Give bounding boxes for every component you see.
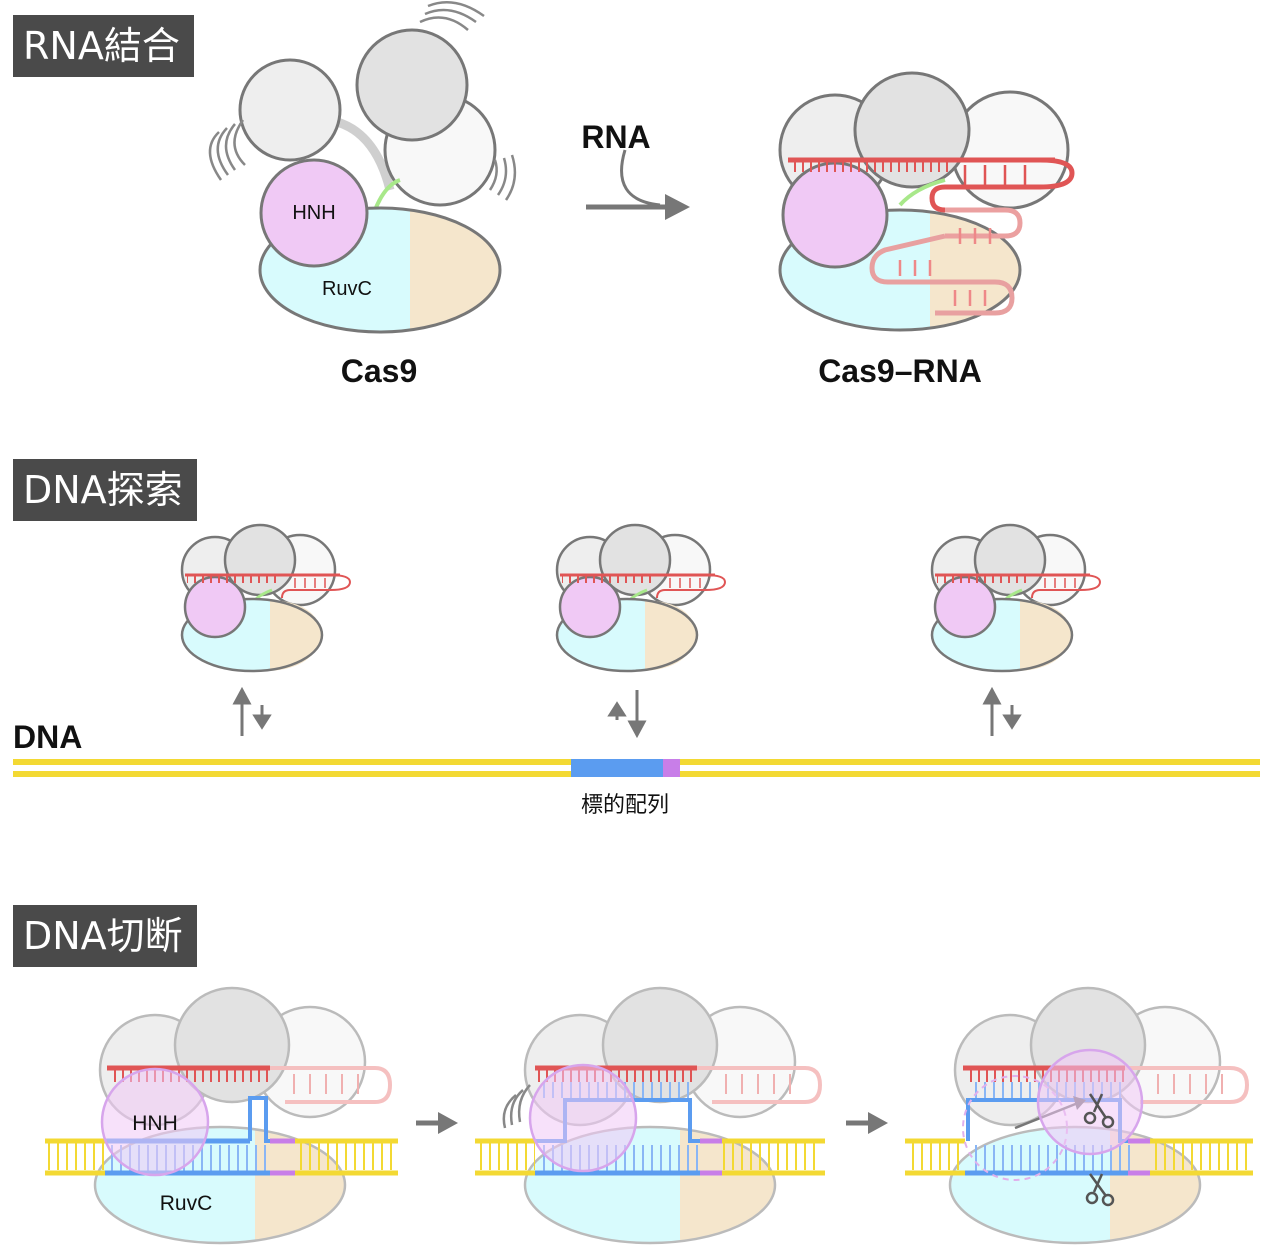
- section-title-dna-cleavage: DNA切断: [13, 905, 197, 967]
- scissors-icon: [1085, 1173, 1115, 1207]
- rec-lobe-3: [355, 28, 469, 142]
- pam-sequence: [663, 759, 680, 777]
- target-sequence: [571, 759, 663, 777]
- motion-lines-icon: [208, 1, 517, 201]
- guide-rna: [788, 157, 1075, 316]
- rec-lobe-1: [238, 58, 342, 162]
- cas9-label: Cas9: [341, 353, 418, 389]
- dna-strand: [13, 759, 1260, 777]
- target-sequence-label: 標的配列: [581, 793, 669, 818]
- scissors-icon: [1083, 1093, 1115, 1129]
- search-complex-2: [555, 523, 727, 673]
- ruvc-label: RuvC: [322, 278, 372, 300]
- motion-lines-icon: [502, 1084, 531, 1129]
- cleavage-stage-3: [905, 986, 1253, 1245]
- hnh-domain: [259, 158, 369, 268]
- cleavage-stage-1: HNH RuvC: [45, 986, 398, 1245]
- cleavage-stage-2: [475, 986, 825, 1245]
- cas9-rna-label: Cas9–RNA: [818, 353, 982, 389]
- rna-label: RNA: [581, 119, 650, 155]
- section-title-rna-binding: RNA結合: [13, 15, 194, 77]
- dna-label: DNA: [13, 719, 82, 755]
- cas9-apo: HNH RuvC Cas9: [208, 1, 517, 389]
- cas9-rna-complex: Cas9–RNA: [778, 71, 1075, 389]
- reaction-arrow-icon: [586, 149, 690, 220]
- ruvc-label-cleavage: RuvC: [160, 1192, 213, 1215]
- search-complex-1: [180, 523, 352, 673]
- hnh-label: HNH: [292, 202, 335, 224]
- hnh-label-cleavage: HNH: [132, 1112, 178, 1135]
- equilibrium-arrows-icon: [232, 686, 1022, 739]
- nuc-lobe: [258, 206, 502, 334]
- search-complex-3: [930, 523, 1102, 673]
- section-title-dna-search: DNA探索: [13, 459, 197, 521]
- reaction-arrow-icon: [416, 1112, 888, 1134]
